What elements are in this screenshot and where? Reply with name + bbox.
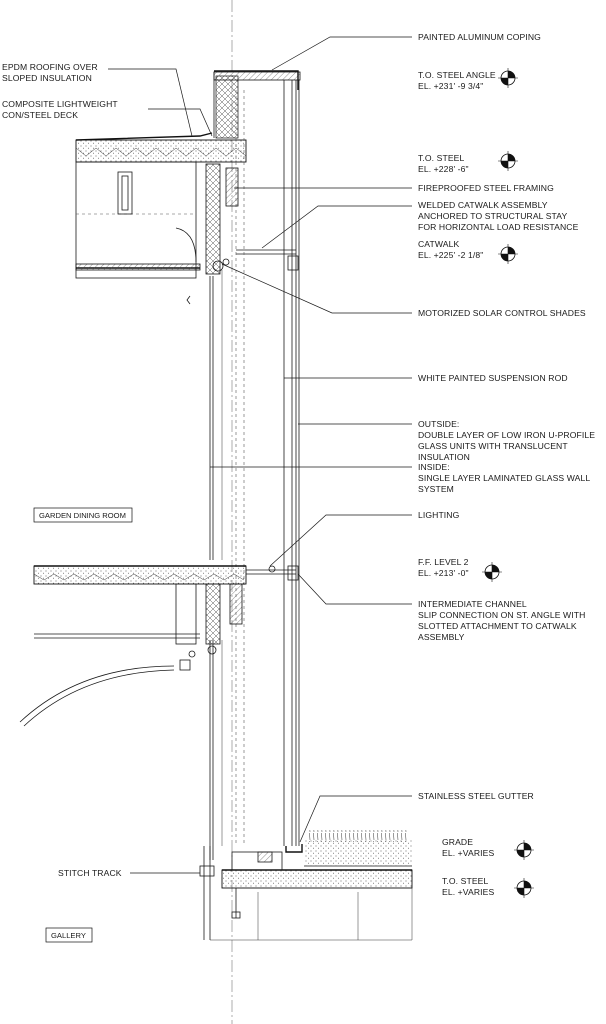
level-2-floor <box>19 565 299 727</box>
elev-catwalk-name: CATWALK <box>418 239 459 249</box>
elevation-target-icon <box>498 68 518 88</box>
elev-to-steel-angle-name: T.O. STEEL ANGLE <box>418 70 496 80</box>
label-channel-line4: ASSEMBLY <box>418 632 465 642</box>
label-suspension-rod: WHITE PAINTED SUSPENSION ROD <box>418 373 568 383</box>
elev-grade-value: EL. +VARIES <box>442 848 494 858</box>
label-inside-line1: INSIDE: <box>418 462 450 472</box>
elev-ff-level-2-value: EL. +213' -0" <box>418 568 469 578</box>
base-assembly <box>199 830 413 941</box>
label-solar-shades: MOTORIZED SOLAR CONTROL SHADES <box>418 308 586 318</box>
label-channel-line3: SLOTTED ATTACHMENT TO CATWALK <box>418 621 577 631</box>
label-outside-line4: INSULATION <box>418 452 470 462</box>
elev-ff-level-2-name: F.F. LEVEL 2 <box>418 557 469 567</box>
label-deck-line1: COMPOSITE LIGHTWEIGHT <box>2 99 118 109</box>
label-catwalk-assembly-line2: ANCHORED TO STRUCTURAL STAY <box>418 211 567 221</box>
room-tag-garden-dining-box <box>33 507 133 523</box>
label-epdm-line2: SLOPED INSULATION <box>2 73 92 83</box>
label-outside-line1: OUTSIDE: <box>418 419 459 429</box>
elevation-markers: T.O. STEEL ANGLE EL. +231' -9 3/4" T.O. … <box>418 68 534 898</box>
elevation-target-icon <box>498 151 518 171</box>
label-gutter: STAINLESS STEEL GUTTER <box>418 791 534 801</box>
label-outside-line3: GLASS UNITS WITH TRANSLUCENT <box>418 441 568 451</box>
label-catwalk-assembly-line3: FOR HORIZONTAL LOAD RESISTANCE <box>418 222 579 232</box>
label-deck-line2: CON/STEEL DECK <box>2 110 78 120</box>
label-fireproofed-framing: FIREPROOFED STEEL FRAMING <box>418 183 554 193</box>
callout-labels: PAINTED ALUMINUM COPING EPDM ROOFING OVE… <box>2 32 595 878</box>
label-coping: PAINTED ALUMINUM COPING <box>418 32 541 42</box>
elev-to-steel-top-name: T.O. STEEL <box>418 153 464 163</box>
elevation-target-icon <box>482 562 502 582</box>
label-stitch-track: STITCH TRACK <box>58 868 122 878</box>
elevation-target-icon <box>514 878 534 898</box>
leader-lines <box>108 36 412 874</box>
elevation-target-icon <box>498 244 518 264</box>
elev-to-steel-top-value: EL. +228' -6" <box>418 164 469 174</box>
elev-to-steel-angle-value: EL. +231' -9 3/4" <box>418 81 483 91</box>
room-tag-gallery-box <box>45 927 93 943</box>
room-tags: GARDEN DINING ROOM GALLERY <box>33 507 133 943</box>
label-channel-line1: INTERMEDIATE CHANNEL <box>418 599 527 609</box>
label-lighting: LIGHTING <box>418 510 460 520</box>
room-tag-gallery: GALLERY <box>51 931 86 940</box>
elevation-target-icon <box>514 840 534 860</box>
elev-to-steel-bottom-value: EL. +VARIES <box>442 887 494 897</box>
glass-wall-system <box>209 80 300 860</box>
roof-assembly <box>75 70 301 305</box>
label-outside-line2: DOUBLE LAYER OF LOW IRON U-PROFILE <box>418 430 595 440</box>
label-inside-line3: SYSTEM <box>418 484 454 494</box>
label-catwalk-assembly-line1: WELDED CATWALK ASSEMBLY <box>418 200 548 210</box>
label-epdm-line1: EPDM ROOFING OVER <box>2 62 98 72</box>
label-channel-line2: SLIP CONNECTION ON ST. ANGLE WITH <box>418 610 585 620</box>
label-inside-line2: SINGLE LAYER LAMINATED GLASS WALL <box>418 473 590 483</box>
elev-to-steel-bottom-name: T.O. STEEL <box>442 876 488 886</box>
room-tag-garden-dining: GARDEN DINING ROOM <box>39 511 126 520</box>
elev-catwalk-value: EL. +225' -2 1/8" <box>418 250 483 260</box>
elev-grade-name: GRADE <box>442 837 473 847</box>
